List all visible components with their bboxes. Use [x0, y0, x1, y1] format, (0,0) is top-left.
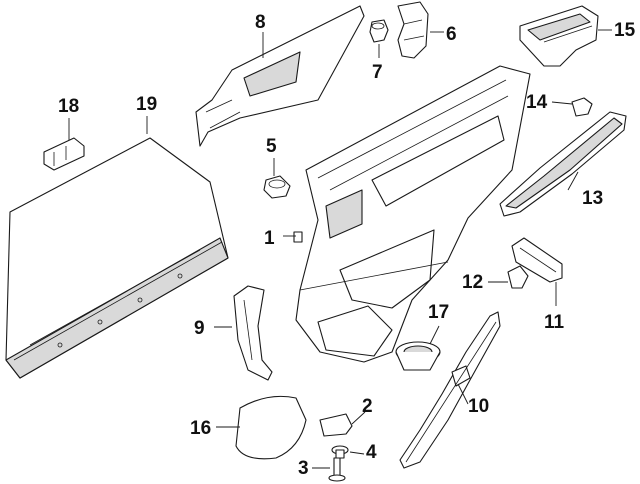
part-3-screw[interactable]: [328, 457, 346, 482]
part-1-clip[interactable]: [293, 231, 303, 243]
callout-1: 1: [264, 228, 275, 249]
callout-4: 4: [366, 442, 377, 463]
part-8-upper-bracket[interactable]: [195, 5, 365, 147]
callout-3: 3: [298, 458, 309, 479]
callout-16: 16: [190, 418, 211, 439]
part-18-clip[interactable]: [43, 137, 85, 171]
callout-12: 12: [462, 272, 483, 293]
leader-lines: [68, 29, 612, 469]
callout-10: 10: [468, 396, 489, 417]
part-11-pull-handle[interactable]: [511, 237, 563, 283]
part-16-speaker-grille[interactable]: [235, 395, 307, 460]
part-15-switch-housing[interactable]: [519, 5, 599, 67]
callout-15: 15: [614, 20, 636, 41]
callout-17: 17: [428, 302, 449, 323]
callout-14: 14: [526, 92, 548, 113]
callout-19: 19: [136, 94, 157, 115]
callout-8: 8: [255, 12, 266, 33]
part-17-cup-holder[interactable]: [395, 341, 441, 371]
callout-2: 2: [362, 396, 373, 417]
callout-18: 18: [58, 96, 79, 117]
callout-labels: 1 2 3 4 5 6 7 8 9 10 11 12 13 14 15 16 1…: [58, 12, 636, 479]
part-9-lower-bracket[interactable]: [233, 285, 273, 381]
part-10-trim-strip[interactable]: [399, 311, 501, 469]
part-14-clip[interactable]: [571, 97, 593, 117]
callout-13: 13: [582, 188, 603, 209]
callout-7: 7: [372, 62, 383, 83]
callout-9: 9: [194, 318, 205, 339]
part-6-handle-bracket[interactable]: [397, 1, 429, 59]
callout-11: 11: [544, 312, 565, 333]
part-13-armrest-cover[interactable]: [499, 111, 627, 217]
part-19-sunshade[interactable]: [5, 137, 229, 379]
part-12-clip[interactable]: [507, 265, 529, 289]
part-7-push-clip[interactable]: [369, 19, 389, 43]
callout-6: 6: [446, 24, 457, 45]
part-4-push-pin[interactable]: [331, 445, 349, 459]
part-5-retainer[interactable]: [263, 175, 291, 199]
part-2-bracket[interactable]: [319, 413, 353, 437]
callout-5: 5: [266, 136, 277, 157]
door-trim-panel[interactable]: [295, 65, 531, 363]
